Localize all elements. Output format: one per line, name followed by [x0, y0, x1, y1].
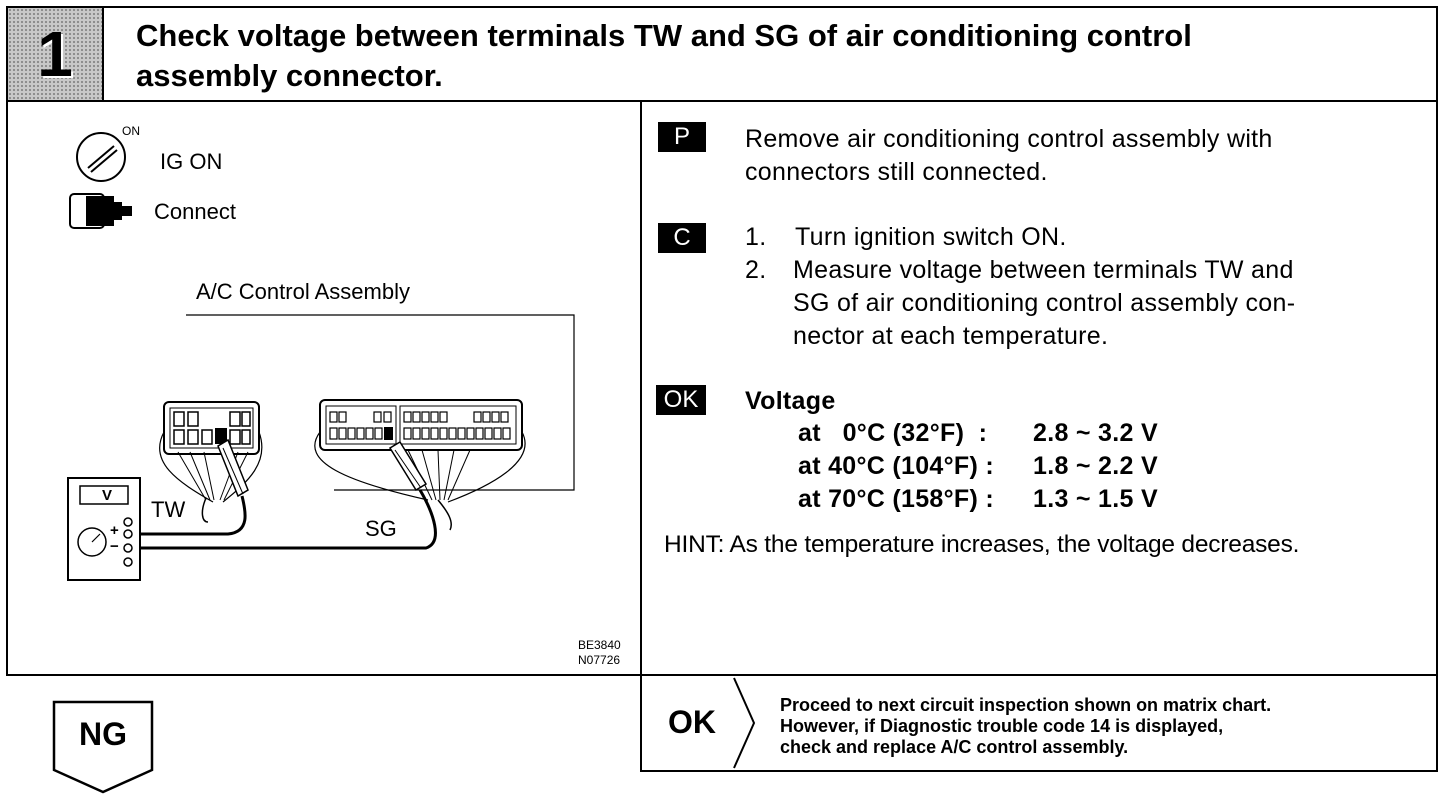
sg-probe	[140, 440, 452, 550]
left-connector	[158, 401, 263, 503]
hint-text: HINT: As the temperature increases, the …	[664, 531, 1300, 558]
voltage-row-3-value: 1.3 ~ 1.5 V	[1033, 485, 1158, 513]
c-badge: C	[658, 223, 706, 253]
p-line1: Remove air conditioning control assembly…	[745, 125, 1273, 153]
voltage-row-1-temp: at 0°C (32°F) :	[798, 419, 988, 447]
voltage-title: Voltage	[745, 387, 836, 415]
panel-divider	[640, 100, 642, 676]
connector-icon	[69, 193, 132, 229]
ok-chevron	[733, 677, 756, 769]
ok-label: OK	[668, 704, 716, 740]
tw-label: TW	[151, 497, 186, 522]
ok-line2: However, if Diagnostic trouble code 14 i…	[780, 716, 1224, 736]
step-title-line1: Check voltage between terminals TW and S…	[136, 18, 1192, 53]
p-line2: connectors still connected.	[745, 158, 1048, 186]
ok-result-box	[640, 674, 1438, 772]
ok-line3: check and replace A/C control assembly.	[780, 737, 1129, 757]
assembly-label: A/C Control Assembly	[196, 279, 410, 304]
sg-label: SG	[365, 516, 397, 541]
p-badge: P	[658, 122, 706, 152]
voltage-row-1-value: 2.8 ~ 3.2 V	[1033, 419, 1158, 447]
figure-code-1: BE3840	[578, 638, 621, 652]
voltmeter-label: V	[102, 487, 113, 504]
ng-arrow-box	[52, 700, 154, 794]
ignition-key-icon	[76, 132, 126, 182]
figure-code-2: N07726	[578, 653, 621, 667]
step-number: 1	[37, 18, 73, 90]
step-title-line2: assembly connector.	[136, 58, 443, 93]
wiring-diagram	[67, 132, 575, 581]
voltage-row-3-temp: at 70°C (158°F) :	[798, 485, 994, 513]
step2-line1: Measure voltage between terminals TW and	[793, 256, 1294, 284]
step1-text: Turn ignition switch ON.	[795, 223, 1067, 251]
step-number-badge: 1	[8, 8, 104, 100]
ignition-on-mark: ON	[122, 124, 140, 138]
plus-sign: +	[110, 522, 119, 539]
voltage-row-2-value: 1.8 ~ 2.2 V	[1033, 452, 1158, 480]
step2-num: 2.	[745, 256, 767, 284]
ok-badge: OK	[656, 385, 706, 415]
ok-line1: Proceed to next circuit inspection shown…	[780, 695, 1272, 715]
voltage-row-2-temp: at 40°C (104°F) :	[798, 452, 994, 480]
voltmeter-icon	[67, 477, 141, 581]
ig-on-label: IG ON	[160, 149, 223, 174]
step2-line3: nector at each temperature.	[793, 322, 1109, 350]
right-connector	[314, 399, 526, 503]
step2-line2: SG of air conditioning control assembly …	[793, 289, 1296, 317]
step1-num: 1.	[745, 223, 767, 251]
ng-label: NG	[79, 716, 127, 752]
connect-label: Connect	[154, 199, 236, 224]
tw-probe	[140, 438, 249, 536]
minus-sign: −	[110, 538, 119, 555]
